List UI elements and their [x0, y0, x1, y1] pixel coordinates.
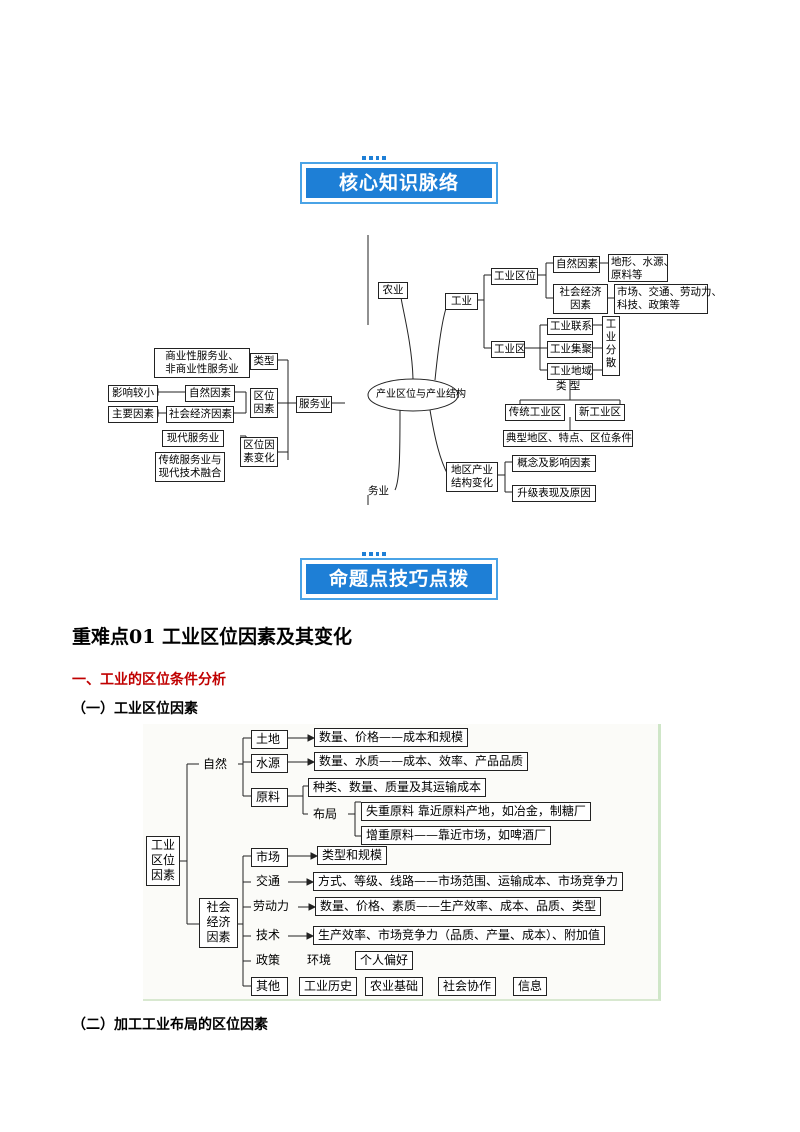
- center-node: 产业区位与产业结构: [376, 389, 466, 400]
- traditional-zone-node: 传统工业区: [505, 404, 565, 421]
- banner-dots-icon: [362, 156, 386, 160]
- svc-social: 社会经济因素: [166, 406, 234, 423]
- socioeconomic-node: 社会经济因素: [553, 284, 608, 314]
- gain-material-node: 增重原料——靠近市场，如啤酒厂: [361, 826, 552, 845]
- upgrade-node: 升级表现及原因: [512, 485, 596, 502]
- cooperation-node: 社会协作: [438, 977, 497, 996]
- service-partial-node: 务业: [368, 485, 389, 497]
- factors-connectors: [179, 734, 361, 987]
- concept-factors-node: 概念及影响因素: [512, 455, 596, 472]
- agriculture-node: 农业: [378, 282, 408, 299]
- natural-label: 自然: [203, 757, 228, 771]
- social-factors-node: 社会经济因素: [199, 898, 238, 948]
- svc-social-effect: 主要因素: [108, 406, 158, 423]
- tech-label: 技术: [256, 928, 281, 942]
- policy-label: 政策: [256, 953, 281, 967]
- labor-detail: 数量、价格、素质——生产效率、成本、品质、类型: [315, 897, 602, 916]
- industry-mindmap: 商业性服务业、非商业性服务业 类型 影响较小 自然因素 主要因素 社会经济因素 …: [100, 230, 722, 505]
- svc-fusion: 传统服务业与现代技术融合: [155, 452, 225, 482]
- regional-structure-node: 地区产业结构变化: [446, 462, 498, 492]
- natural-detail-node: 地形、水源、原料等: [608, 254, 674, 282]
- sub-heading-2: （二）加工工业布局的区位因素: [72, 1017, 268, 1033]
- labor-label: 劳动力: [253, 899, 290, 913]
- land-detail: 数量、价格——成本和规模: [314, 728, 469, 747]
- industrial-dispersion-node: 工业分散: [602, 316, 620, 376]
- industry-location-node: 工业区位: [491, 268, 538, 285]
- land-node: 土地: [251, 730, 288, 749]
- transport-label: 交通: [256, 874, 281, 888]
- industrial-city-node: 工业地域: [547, 363, 593, 380]
- banner-title: 核心知识脉络: [306, 168, 492, 198]
- water-node: 水源: [251, 754, 288, 773]
- heavy-material-node: 失重原料 靠近原料产地，如冶金，制糖厂: [361, 802, 591, 821]
- industrial-agglomeration-node: 工业集聚: [547, 341, 593, 358]
- material-node: 原料: [251, 788, 288, 807]
- history-node: 工业历史: [299, 977, 358, 996]
- banner-dots-icon: [362, 552, 386, 556]
- svc-type-items: 商业性服务业、非商业性服务业: [154, 348, 250, 378]
- location-factors-diagram: 工业区位因素 自然 土地 数量、价格——成本和规模 水源 数量、水质——成本、效…: [143, 724, 661, 1001]
- svc-modern: 现代服务业: [162, 430, 224, 447]
- svc-location-factors: 区位因素: [250, 388, 278, 418]
- core-knowledge-banner: 核心知识脉络: [300, 156, 498, 204]
- zone-conditions-node: 典型地区、特点、区位条件: [503, 430, 633, 447]
- sub-heading-1: （一）工业区位因素: [72, 701, 198, 717]
- socioeconomic-detail-node: 市场、交通、劳动力、科技、政策等: [614, 284, 722, 314]
- info-node: 信息: [513, 977, 548, 996]
- svc-natural-effect: 影响较小: [108, 385, 158, 402]
- other-node: 其他: [251, 977, 288, 996]
- root-factors: 工业区位因素: [146, 836, 180, 886]
- main-heading: 重难点01 工业区位因素及其变化: [72, 626, 353, 648]
- agri-base-node: 农业基础: [365, 977, 424, 996]
- preference-node: 个人偏好: [355, 951, 414, 970]
- svc-natural: 自然因素: [185, 385, 235, 402]
- layout-label: 布局: [313, 807, 338, 821]
- transport-detail: 方式、等级、线路——市场范围、运输成本、市场竞争力: [313, 872, 624, 891]
- market-detail: 类型和规模: [317, 846, 388, 865]
- industrial-linkage-node: 工业联系: [547, 318, 593, 335]
- types-label: 类 型: [556, 380, 581, 392]
- svc-service: 服务业: [296, 396, 332, 413]
- new-zone-node: 新工业区: [575, 404, 625, 421]
- industry-node: 工业: [445, 293, 478, 310]
- market-node: 市场: [251, 848, 288, 867]
- section-heading: 一、工业的区位条件分析: [72, 672, 226, 688]
- svc-change: 区位因素变化: [240, 437, 278, 467]
- natural-factors-node: 自然因素: [553, 256, 600, 273]
- banner-title: 命题点技巧点拨: [306, 564, 492, 594]
- skills-banner: 命题点技巧点拨: [300, 552, 498, 600]
- environment-label: 环境: [307, 953, 332, 967]
- water-detail: 数量、水质——成本、效率、产品品质: [314, 752, 529, 771]
- svc-type: 类型: [250, 353, 278, 370]
- industry-zone-node: 工业区: [491, 341, 526, 358]
- tech-detail: 生产效率、市场竞争力（品质、产量、成本）、附加值: [313, 926, 606, 945]
- material-detail: 种类、数量、质量及其运输成本: [308, 778, 487, 797]
